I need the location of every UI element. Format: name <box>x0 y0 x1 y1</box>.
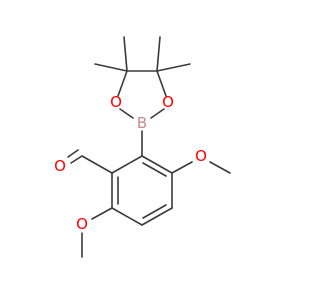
bond-ring-o-b-right <box>150 108 165 119</box>
bond-ring-o-b-left <box>119 108 134 119</box>
bond-aryl-4 <box>111 207 143 226</box>
bond-aryl-1 <box>141 155 173 174</box>
atom-oxygen-aldehyde: O <box>54 157 66 175</box>
bond-aryl-double-2 <box>142 204 167 219</box>
bond-aryl-cho <box>81 155 113 174</box>
bond-ring-c-o-left <box>117 70 128 97</box>
atom-oxygen-methoxy-right: O <box>195 147 207 165</box>
atom-boron: B <box>137 114 147 132</box>
bond-cho-double-b <box>67 149 79 158</box>
bond-aryl-6 <box>111 155 143 174</box>
bond-ome-right-methyl <box>209 161 231 174</box>
bond-aryl-double-1 <box>142 162 167 177</box>
atom-oxygen-ring-right: O <box>162 93 174 111</box>
molecule-structure: O O B O O O <box>54 36 231 258</box>
bond-methyl-4 <box>156 63 191 72</box>
atom-oxygen-ring-left: O <box>110 93 122 111</box>
bond-aryl-ome-right <box>171 161 193 174</box>
bond-methyl-1 <box>94 63 128 72</box>
bond-methyl-3 <box>156 36 161 72</box>
atom-oxygen-methoxy-left: O <box>76 215 88 233</box>
bond-methyl-2 <box>123 36 128 72</box>
bond-aryl-3 <box>141 207 173 226</box>
bond-ring-c-o-right <box>156 70 167 97</box>
bond-cho-double-a <box>70 155 83 164</box>
bond-aryl-ome-left <box>91 207 113 220</box>
